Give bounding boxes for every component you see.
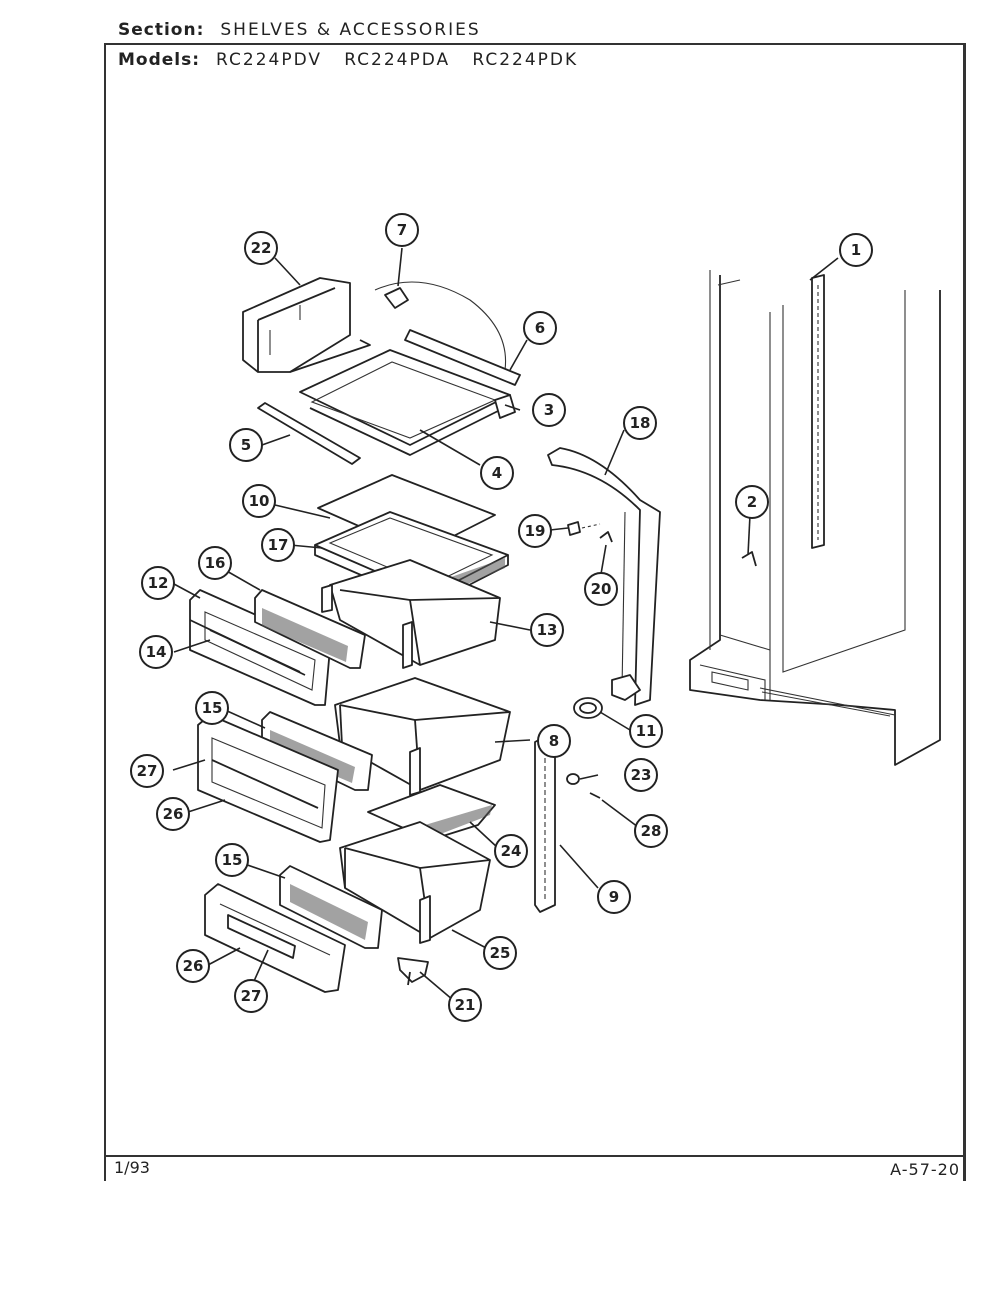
part-28-screw: [589, 792, 601, 799]
callout-26: 26: [156, 797, 190, 831]
diagram-frame: [104, 43, 966, 1181]
part-19-clip: [567, 521, 601, 536]
callout-9: 9: [597, 880, 631, 914]
part-18-rail: [547, 447, 661, 706]
cabinet-outline: [689, 270, 941, 766]
callout-4: 4: [480, 456, 514, 490]
svg-text:8: 8: [549, 732, 559, 750]
svg-text:21: 21: [455, 996, 476, 1014]
part-1-shelf-ladder: [811, 274, 825, 549]
callout-15: 15: [195, 691, 229, 725]
svg-text:28: 28: [641, 822, 662, 840]
part-9-rail: [534, 734, 556, 913]
svg-text:5: 5: [241, 436, 251, 454]
callout-14: 14: [139, 635, 173, 669]
section-value: SHELVES & ACCESSORIES: [220, 20, 481, 40]
callout-11: 11: [629, 714, 663, 748]
callout-27: 27: [234, 979, 268, 1013]
part-26-drawer-front-lower: [204, 883, 346, 993]
callout-24: 24: [494, 834, 528, 868]
callout-17: 17: [261, 528, 295, 562]
svg-text:16: 16: [205, 554, 226, 572]
svg-text:12: 12: [148, 574, 169, 592]
footer-divider: [104, 1155, 966, 1157]
svg-text:19: 19: [525, 522, 546, 540]
callout-19: 19: [518, 514, 552, 548]
callout-22: 22: [244, 231, 278, 265]
models-label: Models:: [118, 50, 201, 70]
callout-15: 15: [215, 843, 249, 877]
svg-text:4: 4: [492, 464, 502, 482]
svg-text:25: 25: [490, 944, 511, 962]
part-7-clip: [374, 281, 507, 371]
part-15-drawer-handle-lower: [279, 865, 383, 949]
footer-date: 1/93: [114, 1158, 150, 1177]
svg-text:22: 22: [251, 239, 272, 257]
part-8-crisper-drawer: [334, 677, 511, 796]
svg-text:27: 27: [241, 987, 262, 1005]
callout-27: 27: [130, 754, 164, 788]
svg-text:26: 26: [183, 957, 204, 975]
svg-text:11: 11: [636, 722, 657, 740]
part-25-crisper-drawer: [339, 821, 491, 944]
svg-text:15: 15: [202, 699, 223, 717]
callout-20: 20: [584, 572, 618, 606]
callout-5: 5: [229, 428, 263, 462]
part-5-rail: [257, 402, 361, 465]
svg-text:2: 2: [747, 493, 757, 511]
svg-text:18: 18: [630, 414, 651, 432]
svg-text:9: 9: [609, 888, 619, 906]
svg-text:17: 17: [268, 536, 289, 554]
part-21-hinge: [397, 957, 429, 986]
part-11-roller: [573, 697, 603, 719]
section-title: Section: SHELVES & ACCESSORIES: [118, 20, 481, 40]
callout-18: 18: [623, 406, 657, 440]
svg-text:23: 23: [631, 766, 652, 784]
section-label: Section:: [118, 20, 205, 40]
callout-10: 10: [242, 484, 276, 518]
svg-text:26: 26: [163, 805, 184, 823]
callout-1: 1: [839, 233, 873, 267]
svg-text:27: 27: [137, 762, 158, 780]
part-16-drawer-handle: [254, 589, 366, 669]
svg-text:1: 1: [851, 241, 861, 259]
part-20-screw: [599, 531, 613, 543]
part-13-crisper-drawer: [321, 559, 501, 669]
callout-12: 12: [141, 566, 175, 600]
part-6-trim: [404, 329, 521, 386]
part-2-screw: [741, 551, 757, 567]
footer-page-code: A-57-20: [890, 1160, 960, 1179]
callout-2: 2: [735, 485, 769, 519]
leader-lines: [172, 247, 839, 1001]
svg-text:24: 24: [501, 842, 522, 860]
callout-25: 25: [483, 936, 517, 970]
svg-text:3: 3: [544, 401, 554, 419]
part-24-drawer-cover: [367, 784, 496, 841]
callout-26: 26: [176, 949, 210, 983]
callout-13: 13: [530, 613, 564, 647]
svg-text:14: 14: [146, 643, 167, 661]
callout-8: 8: [537, 724, 571, 758]
models-value: RC224PDV RC224PDA RC224PDK: [216, 50, 579, 70]
callout-7: 7: [385, 213, 419, 247]
callout-21: 21: [448, 988, 482, 1022]
part-3-bracket: [494, 394, 516, 419]
part-23-washer: [566, 773, 580, 785]
svg-text:15: 15: [222, 851, 243, 869]
callout-23: 23: [624, 758, 658, 792]
svg-text:10: 10: [249, 492, 270, 510]
callout-16: 16: [198, 546, 232, 580]
models-line: Models: RC224PDV RC224PDA RC224PDK: [118, 50, 578, 70]
callout-28: 28: [634, 814, 668, 848]
svg-text:20: 20: [591, 580, 612, 598]
callout-3: 3: [532, 393, 566, 427]
svg-text:7: 7: [397, 221, 407, 239]
svg-text:13: 13: [537, 621, 558, 639]
part-22-shelf-frame: [242, 277, 371, 373]
svg-text:6: 6: [535, 319, 545, 337]
callout-6: 6: [523, 311, 557, 345]
part-14-drawer-trim: [189, 619, 306, 676]
